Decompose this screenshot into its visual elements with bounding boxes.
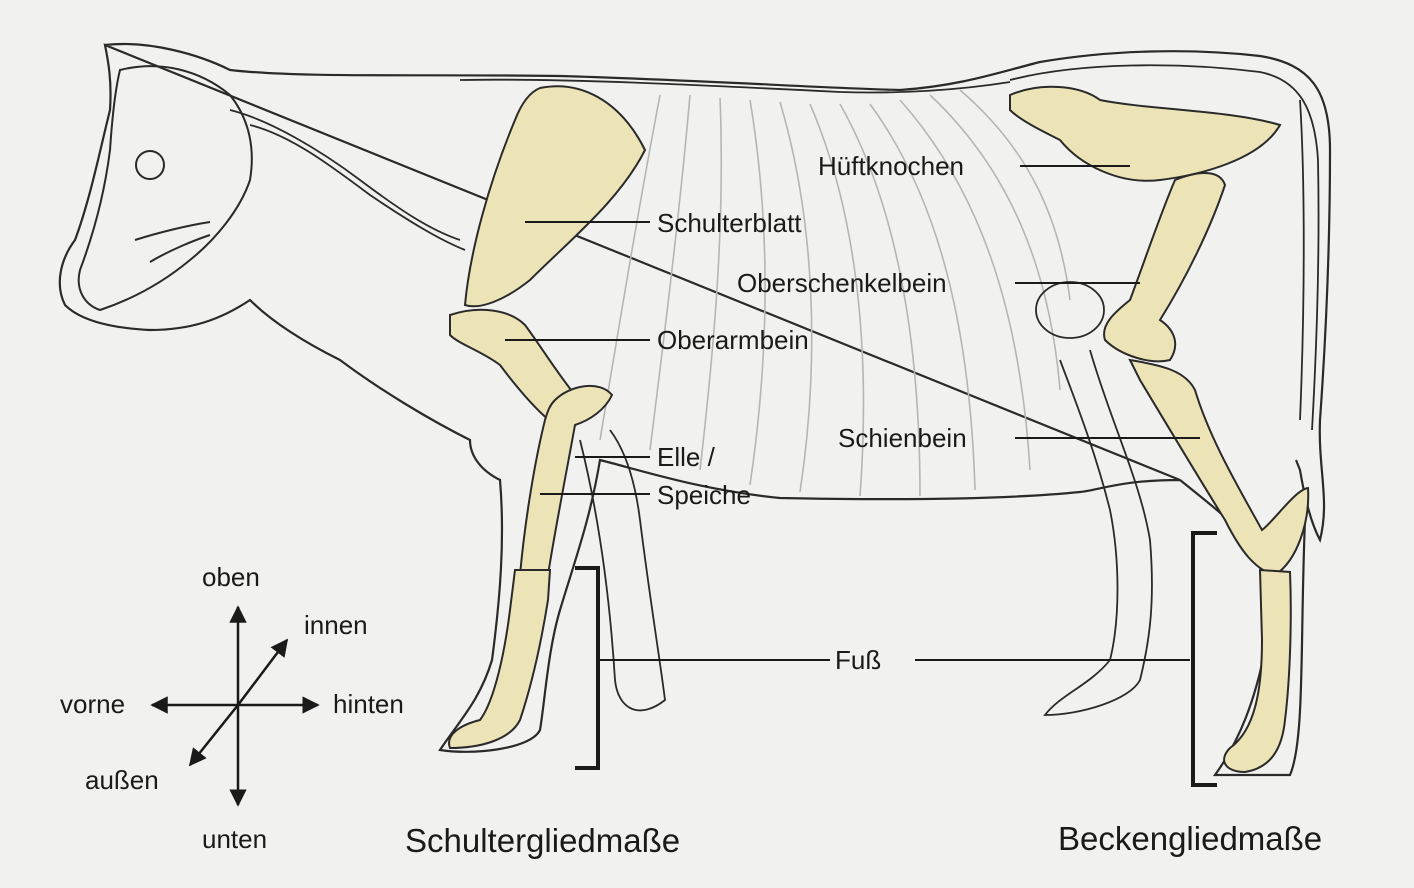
compass-in-label: innen [304,612,368,638]
caption-front-limb: Schultergliedmaße [405,824,680,857]
label-oberarmbein: Oberarmbein [657,327,809,353]
orientation-compass [152,607,318,805]
label-elle: Elle / [657,444,715,470]
far-front-leg [580,430,665,710]
oberschenkelbein-bone [1104,173,1225,361]
compass-down-label: unten [202,826,267,852]
arrow-diagonal-in-icon [238,640,287,705]
label-schulterblatt: Schulterblatt [657,210,802,236]
label-oberschenkelbein: Oberschenkelbein [737,270,947,296]
caption-hind-limb: Beckengliedmaße [1058,822,1322,855]
label-hueftknochen: Hüftknochen [818,153,964,179]
hind-foot-bracket [1193,533,1217,785]
label-speiche: Speiche [657,482,751,508]
leader-lines [505,166,1200,660]
compass-up-label: oben [202,564,260,590]
compass-out-label: außen [85,767,159,793]
front-foot-bracket [575,568,598,768]
front-limb-bones [449,86,645,748]
skull [79,66,252,310]
schulterblatt-bone [465,86,645,306]
label-schienbein: Schienbein [838,425,967,451]
compass-front-label: vorne [60,691,125,717]
elle-speiche-bone [520,386,612,575]
schienbein-bone [1130,360,1308,575]
compass-back-label: hinten [333,691,404,717]
arrow-diagonal-out-icon [190,705,238,765]
label-fuss: Fuß [835,647,881,673]
